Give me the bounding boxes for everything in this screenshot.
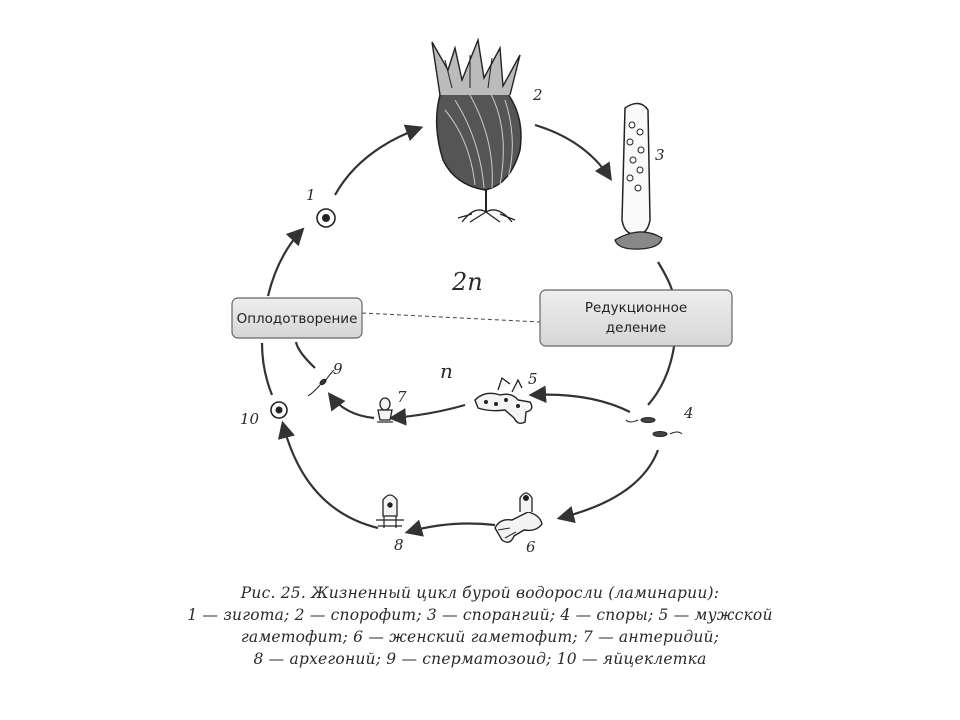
stage-label-3: 3 xyxy=(655,146,665,164)
female-gametophyte-illustration xyxy=(494,492,543,543)
arrow-sporophyte-to-sporangium xyxy=(534,123,612,181)
fertilization-label: Оплодотворение xyxy=(237,311,358,327)
arrow-zygote-to-sporophyte xyxy=(334,124,424,196)
stage-label-9: 9 xyxy=(333,360,343,378)
ploidy-divider xyxy=(361,312,541,323)
ploidy-n-label: n xyxy=(440,359,453,383)
stage-label-5: 5 xyxy=(528,370,538,388)
caption-line-4: 8 — архегоний; 9 — сперматозоид; 10 — яй… xyxy=(253,650,707,668)
stage-label-1: 1 xyxy=(306,186,316,204)
arrow-egg-to-fertilization xyxy=(260,342,274,396)
sporangium-illustration xyxy=(614,102,663,250)
stage-label-2: 2 xyxy=(532,86,543,104)
reduction-label-line2: деление xyxy=(606,320,666,336)
stage-label-10: 10 xyxy=(240,410,260,428)
figure-caption: Рис. 25. Жизненный цикл бурой водоросли … xyxy=(150,582,810,670)
fertilization-box: Оплодотворение xyxy=(231,297,363,339)
egg-cell-illustration xyxy=(270,401,288,419)
arrow-spores-to-female xyxy=(556,449,660,524)
arrow-reduction-to-spores xyxy=(647,339,677,406)
stage-label-8: 8 xyxy=(394,536,404,554)
archegonium-illustration xyxy=(376,494,404,528)
arrow-female-to-archegonium xyxy=(404,519,496,537)
stage-label-6: 6 xyxy=(526,538,536,556)
stage-label-4: 4 xyxy=(683,404,694,422)
caption-line-2: 1 — зигота; 2 — спорофит; 3 — спорангий;… xyxy=(187,606,773,624)
cycle-arrows xyxy=(260,123,677,537)
arrow-fertilization-to-zygote xyxy=(266,227,305,297)
reduction-label-line1: Редукционное xyxy=(585,300,687,316)
arrow-antheridium-to-sperm xyxy=(327,392,375,420)
sporophyte-illustration xyxy=(431,37,522,223)
zygote-illustration xyxy=(316,208,336,228)
arrow-male-to-antheridium xyxy=(388,403,466,426)
male-gametophyte-illustration xyxy=(474,376,533,425)
caption-line-1: Рис. 25. Жизненный цикл бурой водоросли … xyxy=(240,584,720,602)
reduction-box: Редукционное деление xyxy=(539,289,733,347)
arrow-archegonium-to-egg xyxy=(277,420,379,530)
spermatozoid-illustration xyxy=(307,369,335,397)
arrow-sperm-to-fertilization xyxy=(294,341,316,369)
antheridium-illustration xyxy=(377,397,393,423)
spores-illustration xyxy=(625,417,683,437)
stage-label-7: 7 xyxy=(397,388,407,406)
caption-line-3: гаметофит; 6 — женский гаметофит; 7 — ан… xyxy=(240,628,720,646)
arrow-spores-to-male xyxy=(528,385,631,413)
ploidy-2n-label: 2n xyxy=(451,268,483,296)
